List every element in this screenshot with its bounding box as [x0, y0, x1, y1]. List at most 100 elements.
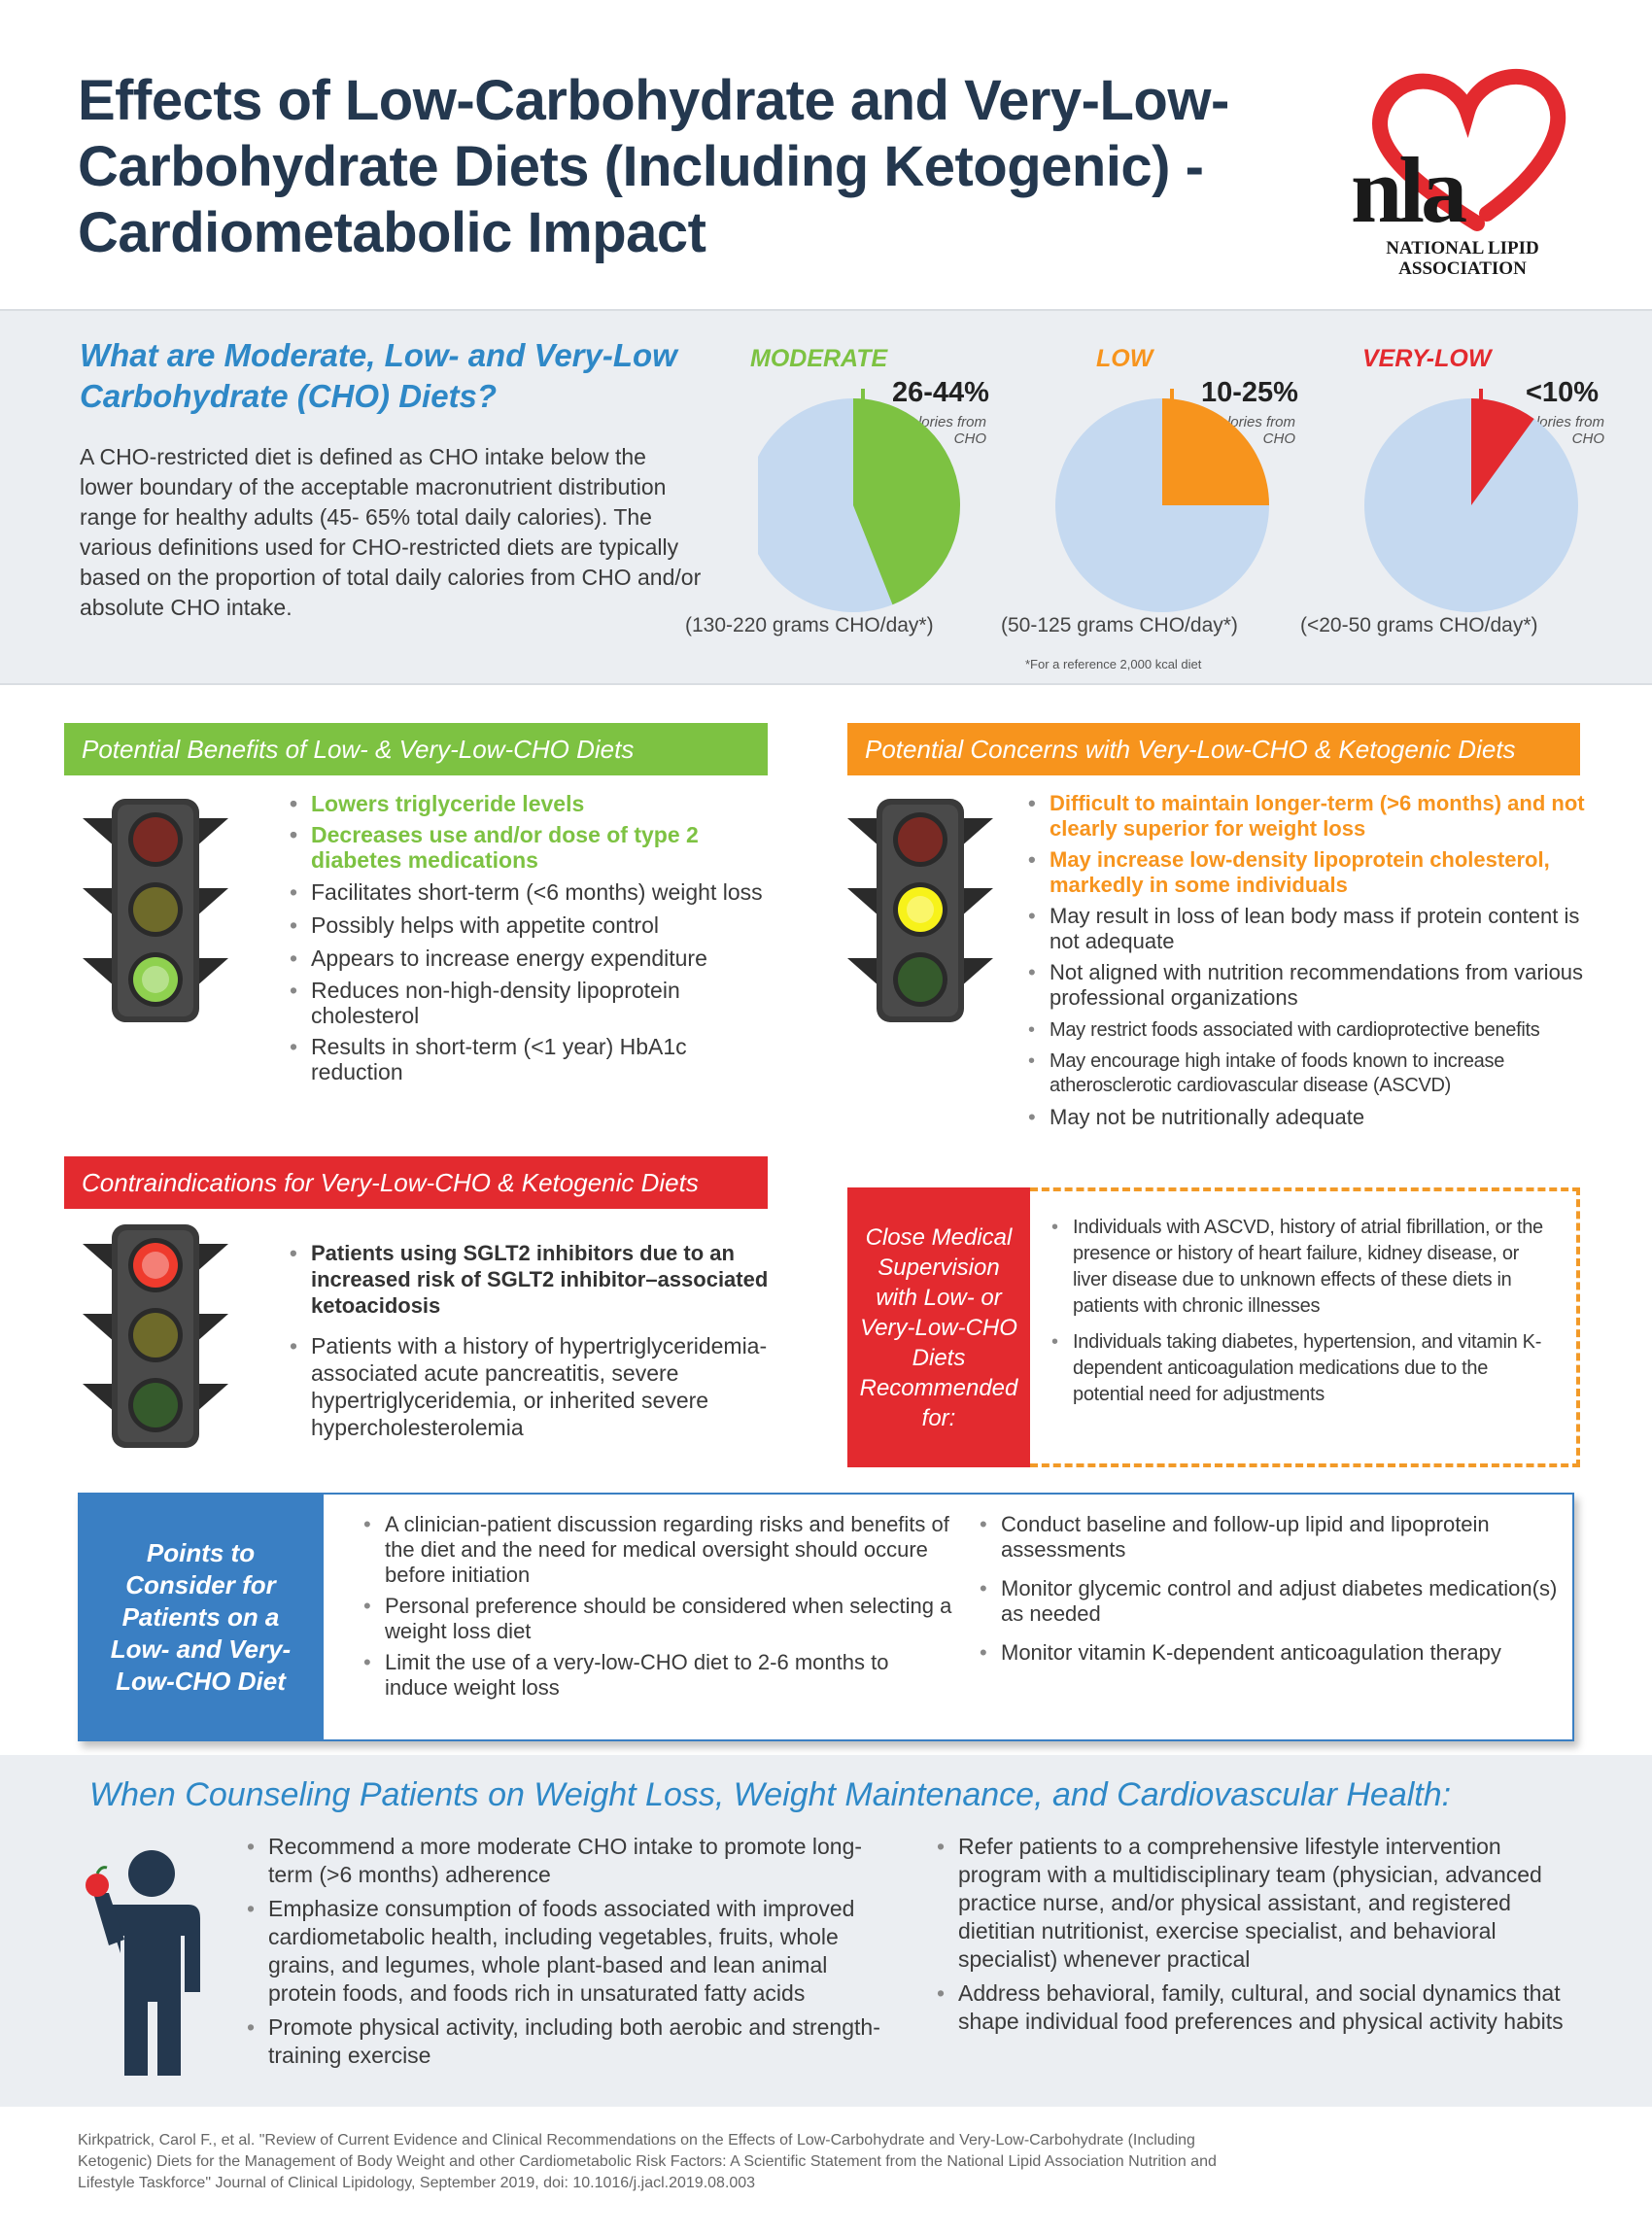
- pie-grams-very-low: (<20-50 grams CHO/day*): [1300, 614, 1538, 636]
- traffic-light-visor: [960, 818, 993, 847]
- points-list-2: Conduct baseline and follow-up lipid and…: [976, 1512, 1559, 1671]
- traffic-light-glow: [142, 966, 169, 993]
- logo-line2: ASSOCIATION: [1398, 258, 1527, 279]
- traffic-light-visor: [83, 1244, 116, 1273]
- traffic-light-lamp: [898, 957, 943, 1002]
- point-item: Limit the use of a very-low-CHO diet to …: [360, 1650, 952, 1701]
- person-with-apple-icon: [86, 1850, 200, 2076]
- traffic-light-lamp: [133, 887, 178, 932]
- concern-item: May restrict foods associated with cardi…: [1024, 1016, 1598, 1044]
- traffic-light-lamp: [898, 817, 943, 862]
- traffic-light-red-icon: [83, 1224, 228, 1448]
- concern-item: May encourage high intake of foods known…: [1024, 1049, 1598, 1098]
- points-label: Points to Consider for Patients on a Low…: [78, 1493, 324, 1741]
- pie-grams-low: (50-125 grams CHO/day*): [1001, 614, 1238, 636]
- traffic-light-lamp: [133, 817, 178, 862]
- supervision-item: Individuals with ASCVD, history of atria…: [1048, 1215, 1553, 1320]
- pie-arrow-1: [1170, 389, 1174, 402]
- benefit-item: Reduces non-high-density lipoprotein cho…: [286, 978, 781, 1028]
- traffic-light-visor: [195, 958, 228, 987]
- concern-item: Not aligned with nutrition recommendatio…: [1024, 960, 1598, 1011]
- traffic-light-glow: [907, 896, 934, 923]
- concerns-header: Potential Concerns with Very-Low-CHO & K…: [847, 723, 1580, 775]
- counseling-item: Address behavioral, family, cultural, an…: [933, 1979, 1574, 2036]
- pie-grams-moderate: (130-220 grams CHO/day*): [685, 614, 934, 636]
- concern-item: May not be nutritionally adequate: [1024, 1104, 1598, 1131]
- traffic-light-visor: [83, 818, 116, 847]
- traffic-light-visor: [195, 1244, 228, 1273]
- traffic-light-visor: [195, 888, 228, 917]
- benefit-item: Appears to increase energy expenditure: [286, 945, 781, 972]
- traffic-light-visor: [195, 1314, 228, 1343]
- concern-item: Difficult to maintain longer-term (>6 mo…: [1024, 791, 1598, 842]
- benefits-list: Lowers triglyceride levels Decreases use…: [286, 791, 781, 1090]
- pie-slice-2: [1471, 398, 1534, 505]
- supervision-item: Individuals taking diabetes, hypertensio…: [1048, 1329, 1553, 1408]
- traffic-light-lamp: [133, 1383, 178, 1427]
- reference-diet-footnote: *For a reference 2,000 kcal diet: [1025, 657, 1202, 671]
- traffic-light-visor: [960, 958, 993, 987]
- point-item: Monitor vitamin K-dependent anticoagulat…: [976, 1640, 1559, 1666]
- traffic-light-visor: [83, 1314, 116, 1343]
- supervision-list: Individuals with ASCVD, history of atria…: [1048, 1215, 1553, 1414]
- counseling-list-2: Refer patients to a comprehensive lifest…: [933, 1833, 1574, 2042]
- point-item: Personal preference should be considered…: [360, 1594, 952, 1644]
- traffic-light-lamp: [133, 1243, 178, 1288]
- pie-title-moderate: MODERATE: [750, 345, 888, 372]
- contraindication-item: Patients using SGLT2 inhibitors due to a…: [286, 1240, 772, 1319]
- pie-title-very-low: VERY-LOW: [1362, 345, 1492, 372]
- logo-line1: NATIONAL LIPID: [1386, 238, 1539, 258]
- logo-letters: nla: [1351, 138, 1467, 242]
- counseling-title: When Counseling Patients on Weight Loss,…: [89, 1776, 1452, 1813]
- counseling-item: Emphasize consumption of foods associate…: [243, 1895, 884, 2008]
- traffic-light-visor: [847, 888, 880, 917]
- traffic-light-lamp: [133, 1313, 178, 1358]
- contraindication-item: Patients with a history of hypertriglyce…: [286, 1332, 772, 1441]
- citation: Kirkpatrick, Carol F., et al. "Review of…: [78, 2132, 1217, 2191]
- traffic-light-lamp: [898, 887, 943, 932]
- counseling-list-1: Recommend a more moderate CHO intake to …: [243, 1833, 884, 2076]
- benefit-item: Facilitates short-term (<6 months) weigh…: [286, 878, 781, 906]
- point-item: Monitor glycemic control and adjust diab…: [976, 1576, 1559, 1627]
- contraindications-list: Patients using SGLT2 inhibitors due to a…: [286, 1240, 772, 1447]
- point-item: Conduct baseline and follow-up lipid and…: [976, 1512, 1559, 1563]
- traffic-light-visor: [195, 818, 228, 847]
- pie-slice-1: [1162, 398, 1269, 505]
- nla-logo: nla NATIONAL LIPID ASSOCIATION: [1331, 68, 1584, 292]
- benefit-item: Lowers triglyceride levels: [286, 791, 781, 816]
- traffic-light-glow: [142, 1252, 169, 1279]
- benefits-header: Potential Benefits of Low- & Very-Low-CH…: [64, 723, 768, 775]
- counseling-item: Promote physical activity, including bot…: [243, 2013, 884, 2070]
- traffic-light-yellow-icon: [847, 799, 993, 1022]
- pie-title-low: LOW: [1096, 345, 1153, 372]
- pie-slice-0: [853, 398, 960, 605]
- concern-item: May result in loss of lean body mass if …: [1024, 904, 1598, 954]
- counseling-item: Recommend a more moderate CHO intake to …: [243, 1833, 884, 1889]
- benefit-item: Possibly helps with appetite control: [286, 911, 781, 939]
- definitions-question: What are Moderate, Low- and Very-Low Car…: [80, 337, 677, 414]
- contraindications-header: Contraindications for Very-Low-CHO & Ket…: [64, 1156, 768, 1209]
- pie-arrow-2: [1479, 389, 1483, 402]
- pie-pct-very-low: <10%: [1526, 377, 1599, 408]
- point-item: A clinician-patient discussion regarding…: [360, 1512, 952, 1588]
- traffic-light-visor: [83, 958, 116, 987]
- traffic-light-visor: [960, 888, 993, 917]
- traffic-light-lamp: [133, 957, 178, 1002]
- points-list-1: A clinician-patient discussion regarding…: [360, 1512, 952, 1706]
- logo-text: NATIONAL LIPID ASSOCIATION: [1351, 238, 1574, 279]
- supervision-box: [1030, 1187, 1580, 1467]
- traffic-light-visor: [847, 818, 880, 847]
- heart-logo-icon: [1372, 69, 1566, 231]
- pie-arrow-0: [861, 389, 865, 402]
- concern-item: May increase low-density lipoprotein cho…: [1024, 847, 1598, 898]
- benefit-item: Results in short-term (<1 year) HbA1c re…: [286, 1034, 781, 1084]
- concerns-list: Difficult to maintain longer-term (>6 mo…: [1024, 791, 1598, 1137]
- traffic-light-visor: [83, 1384, 116, 1413]
- benefit-item: Decreases use and/or dose of type 2 diab…: [286, 822, 781, 873]
- pie-pct-moderate: 26-44%: [892, 377, 989, 408]
- traffic-light-visor: [83, 888, 116, 917]
- traffic-light-green-icon: [83, 799, 228, 1022]
- pie-pct-low: 10-25%: [1201, 377, 1298, 408]
- counseling-item: Refer patients to a comprehensive lifest…: [933, 1833, 1574, 1974]
- definitions-body: A CHO-restricted diet is defined as CHO …: [80, 444, 702, 620]
